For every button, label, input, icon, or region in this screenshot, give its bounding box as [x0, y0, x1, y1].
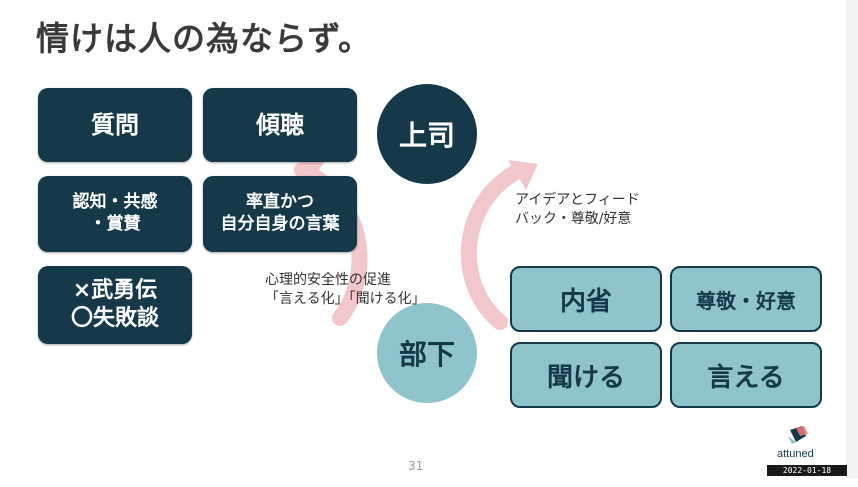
box-respect: 尊敬・好意 [670, 266, 822, 332]
circle-boss: 上司 [377, 84, 477, 184]
box-reflection-label: 内省 [559, 286, 612, 317]
box-frank: 率直かつ 自分自身の言葉 [203, 176, 357, 252]
box-heroic-line1: ×武勇伝 [72, 277, 158, 303]
page-number: 31 [408, 459, 424, 473]
safety-note: 心理的安全性の促進 「言える化」「聞ける化」 [265, 271, 426, 309]
box-recognition: 認知・共感 ・賞賛 [38, 176, 192, 252]
box-question: 質問 [38, 88, 192, 162]
safety-note-line2: 「言える化」「聞ける化」 [265, 290, 426, 307]
attuned-logo-text: attuned [777, 448, 814, 460]
box-reflection: 内省 [510, 266, 662, 332]
box-question-label: 質問 [91, 110, 139, 139]
slide-title: 情けは人の為ならず。 [36, 19, 373, 58]
scrollbar-track [846, 0, 858, 478]
box-recognition-line1: 認知・共感 [72, 192, 158, 213]
box-can-say-label: 言える [707, 362, 785, 393]
circle-subordinate-label: 部下 [398, 338, 455, 371]
box-can-ask: 聞ける [510, 342, 662, 408]
box-recognition-line2: ・賞賛 [89, 214, 141, 234]
box-frank-line1: 率直かつ [246, 192, 314, 213]
box-can-ask-label: 聞ける [546, 362, 625, 393]
box-listening-label: 傾聴 [256, 110, 304, 139]
attuned-logo-icon [788, 426, 808, 444]
ideas-note-line2: バック・尊敬/好意 [515, 210, 632, 227]
arrow-left-head [300, 156, 328, 184]
box-frank-line2: 自分自身の言葉 [220, 214, 340, 234]
box-heroic-line2: 〇失敗談 [70, 306, 159, 331]
box-can-say: 言える [670, 342, 822, 408]
arrow-right-curve [460, 162, 528, 330]
box-respect-label: 尊敬・好意 [696, 288, 796, 313]
circle-boss-label: 上司 [398, 119, 455, 152]
box-heroic: ×武勇伝 〇失敗談 [38, 266, 192, 344]
safety-note-line1: 心理的安全性の促進 [265, 272, 391, 288]
arrow-right-head [508, 160, 538, 190]
circle-subordinate: 部下 [377, 303, 477, 403]
recording-timestamp: 2022-01-18 14:40:57 [767, 465, 847, 486]
ideas-note: アイデアとフィード バック・尊敬/好意 [515, 191, 640, 229]
ideas-note-line1: アイデアとフィード [515, 192, 640, 208]
box-listening: 傾聴 [203, 88, 357, 162]
